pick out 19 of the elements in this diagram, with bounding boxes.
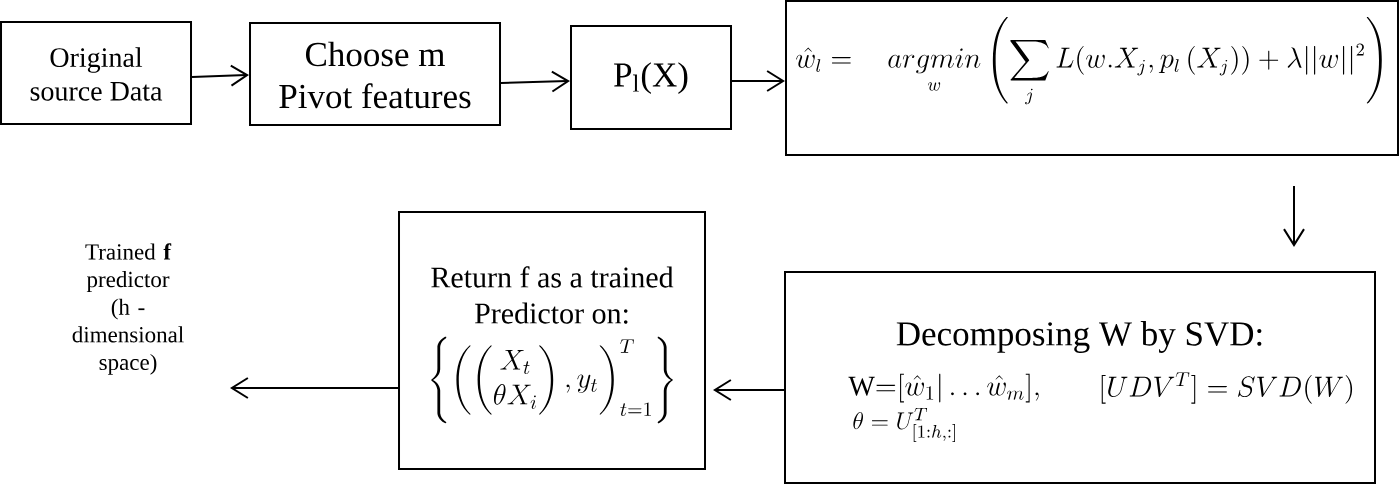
description-text: Return f as a trained Predictor on: xyxy=(431,266,674,324)
formula-box: $\hat{w}_l = \quad \underset{w}{argmin}\left(\sum_{j} L(w.X_j, p_l\,(X_j)) + \lambda||w||^2\right)$ xyxy=(785,0,1399,156)
arrow xyxy=(230,377,399,399)
arrow xyxy=(731,70,785,92)
process-box: Choose m Pivot features xyxy=(249,22,501,126)
arrow xyxy=(191,64,249,87)
process-box: P$_{l}$(X) xyxy=(570,25,732,130)
formula: $[UDV^T] = SVD(W)$ xyxy=(1101,372,1353,404)
process-box: Original source Data xyxy=(0,21,192,125)
formula: $\theta = U^T_{[1:h,:]}$ xyxy=(853,408,955,443)
formula: $\mathrm{W}{=}[\hat{w}_1|\ldots\hat{w}_m],$ xyxy=(848,373,1039,403)
process-box xyxy=(398,211,706,470)
result-text: Trained f predictor (h - dimensional space) xyxy=(72,243,184,375)
heading: Decomposing W by SVD: xyxy=(896,321,1262,353)
arrow xyxy=(1283,185,1305,247)
arrow xyxy=(500,70,570,93)
arrow xyxy=(713,379,785,401)
process-box xyxy=(784,271,1376,484)
formula: $\left\{\left(\begin{pmatrix}X_t\\ \theta X_i\end{pmatrix}, y_t\right)^T_{t=1}\right\}$ xyxy=(431,336,673,424)
